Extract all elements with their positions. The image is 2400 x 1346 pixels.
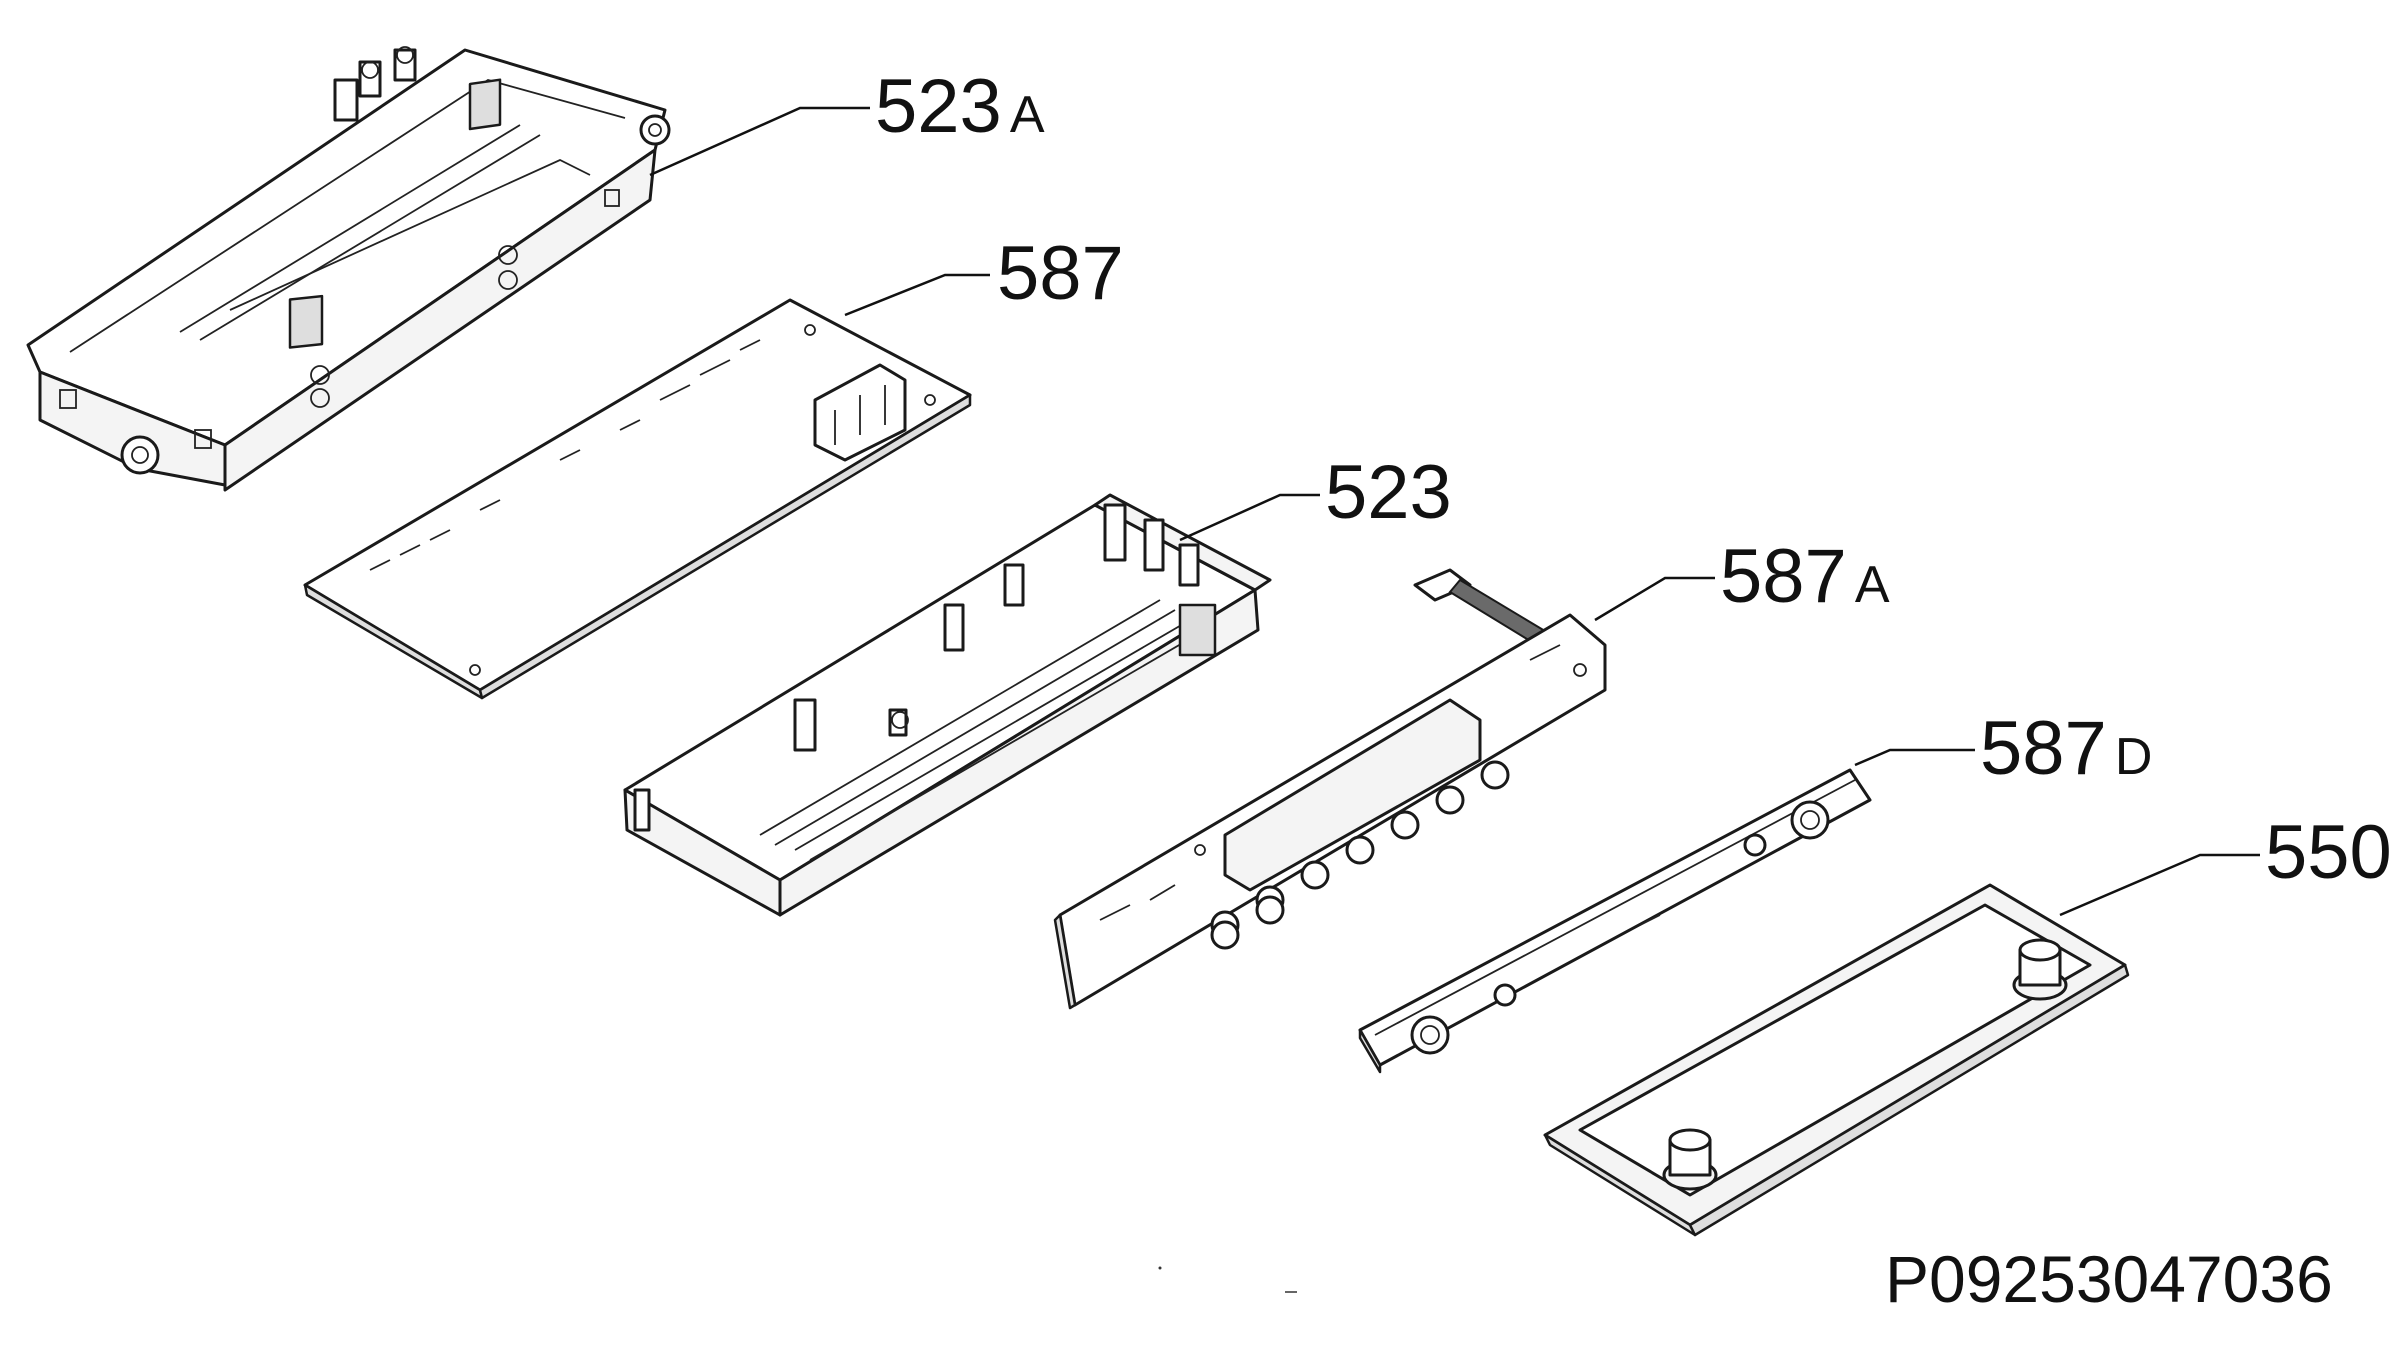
part-523-inner-tray <box>623 493 1272 917</box>
knob-left <box>1662 1128 1718 1191</box>
leader-lines <box>649 106 2260 917</box>
label-part-523: 523 <box>1325 450 1452 535</box>
figure-id: P09253047036 <box>1885 1242 2333 1316</box>
button-row-front <box>1210 760 1510 950</box>
label-part-587: 587 <box>997 231 1124 316</box>
part-550-bezel-frame <box>1543 883 2130 1237</box>
part-587a-key-pcb <box>1053 568 1607 1010</box>
part-587-main-pcb <box>303 298 972 700</box>
knob-right <box>2012 938 2068 1001</box>
part-587d-foil-strip <box>1358 768 1872 1074</box>
label-part-550: 550 <box>2265 810 2392 895</box>
part-523a-housing-cover <box>26 46 671 492</box>
